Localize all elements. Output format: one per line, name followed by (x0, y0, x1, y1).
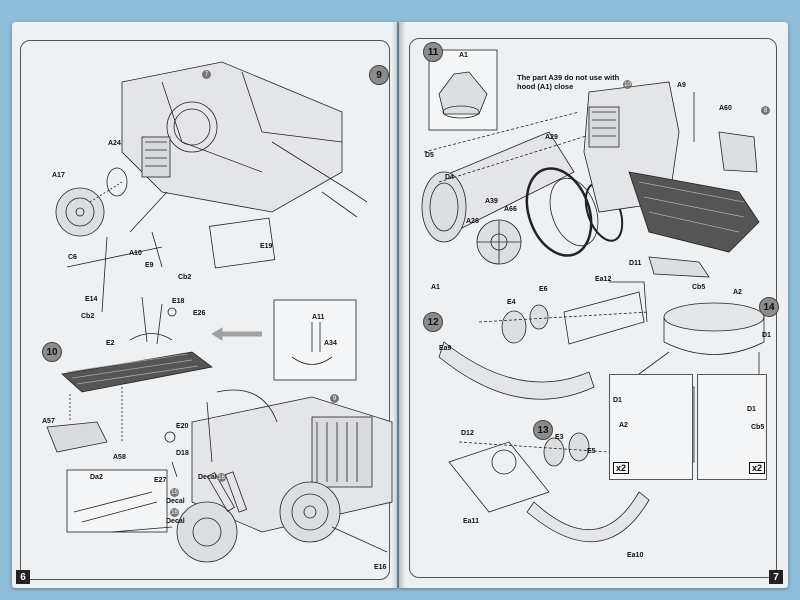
step-number-13: 13 (533, 420, 553, 440)
part-label-d1-left: D1 (613, 397, 622, 404)
part-label-e2: E2 (106, 340, 115, 347)
part-label-e6: E6 (539, 286, 548, 293)
part-label-e20: E20 (176, 423, 189, 430)
part-label-e19: E19 (260, 243, 273, 250)
part-label-ea12: Ea12 (595, 276, 612, 283)
part-label-ea11: Ea11 (463, 518, 479, 525)
page-number-left: 6 (16, 570, 30, 584)
part-label-a1-bottom: A1 (431, 284, 440, 291)
page-frame (20, 40, 390, 580)
part-label-e26: E26 (193, 310, 206, 317)
part-label-ea10: Ea10 (627, 552, 644, 559)
part-label-da2: Da2 (90, 474, 103, 481)
part-label-a9: A9 (677, 82, 686, 89)
part-label-a17: A17 (52, 172, 65, 179)
substep-marker-9: 9 (330, 394, 339, 403)
part-label-d1-right: D1 (747, 406, 756, 413)
substep-marker-7: 7 (202, 70, 211, 79)
part-label-e3: E3 (555, 434, 564, 441)
part-label-a10: A10 (129, 250, 142, 257)
page-number-right: 7 (769, 570, 783, 584)
part-label-a58: A58 (113, 454, 126, 461)
part-label-e5: E5 (587, 448, 596, 455)
part-label-d5: D5 (425, 152, 434, 159)
part-label-e4: E4 (507, 299, 516, 306)
part-label-d12: D12 (461, 430, 474, 437)
step-number-10: 10 (42, 342, 62, 362)
part-label-e27: E27 (154, 477, 167, 484)
substep-marker-8: 8 (761, 106, 770, 115)
part-label-cb2-b: Cb2 (178, 274, 192, 281)
part-label-d18: D18 (176, 450, 189, 457)
instruction-booklet: 9 10 7 9 A17 A24 C6 E14 Cb2 A10 E9 Cb2 E… (12, 22, 788, 588)
decal-number-16: 16 (217, 473, 226, 482)
booklet-gutter (392, 22, 406, 588)
left-page-drawings (46, 61, 393, 563)
part-label-a1-top: A1 (459, 52, 468, 59)
part-label-a2-left: A2 (619, 422, 628, 429)
part-label-a11: A11 (312, 314, 325, 321)
part-label-ea9: Ea9 (439, 345, 452, 352)
part-label-a29: A29 (545, 134, 558, 141)
part-label-c6: C6 (68, 254, 77, 261)
part-label-a39: A39 (485, 198, 498, 205)
part-label-e14: E14 (85, 296, 98, 303)
multiplier-left: x2 (613, 462, 630, 474)
part-label-a24: A24 (108, 140, 121, 147)
right-page: x2 x2 11 12 13 14 10 8 The part A39 do n… (399, 22, 788, 588)
part-label-e18: E18 (172, 298, 185, 305)
part-label-a34: A34 (324, 340, 337, 347)
part-label-d11: D11 (629, 260, 642, 267)
part-label-cb5-right: Cb5 (751, 424, 765, 431)
decal-number-15: 15 (170, 488, 179, 497)
step-number-9: 9 (369, 65, 389, 85)
part-label-a26: A26 (466, 218, 479, 225)
decal-label-c: Decal (166, 518, 185, 525)
part-label-e9: E9 (145, 262, 154, 269)
part-label-a66: A66 (504, 206, 517, 213)
decal-label-b: Decal (166, 498, 185, 505)
multiplier-right: x2 (749, 462, 766, 474)
part-label-d1-top: D1 (762, 332, 771, 339)
substep-marker-10: 10 (623, 80, 632, 89)
part-label-a2-top: A2 (733, 289, 742, 296)
decal-label-a: Decal (198, 474, 217, 481)
decal-number-16b: 16 (170, 508, 179, 517)
step-number-14: 14 (759, 297, 779, 317)
part-label-cb5-top: Cb5 (692, 284, 706, 291)
step-number-11: 11 (423, 42, 443, 62)
part-label-cb2-a: Cb2 (81, 313, 95, 320)
part-label-a57: A57 (42, 418, 55, 425)
step-number-12: 12 (423, 312, 443, 332)
part-label-a60: A60 (719, 105, 732, 112)
step14-detail-right (697, 374, 767, 480)
part-label-d4: D4 (445, 174, 454, 181)
assembly-note: The part A39 do not use with hood (A1) c… (517, 73, 620, 91)
left-page: 9 10 7 9 A17 A24 C6 E14 Cb2 A10 E9 Cb2 E… (12, 22, 397, 588)
part-label-e16: E16 (374, 564, 387, 571)
